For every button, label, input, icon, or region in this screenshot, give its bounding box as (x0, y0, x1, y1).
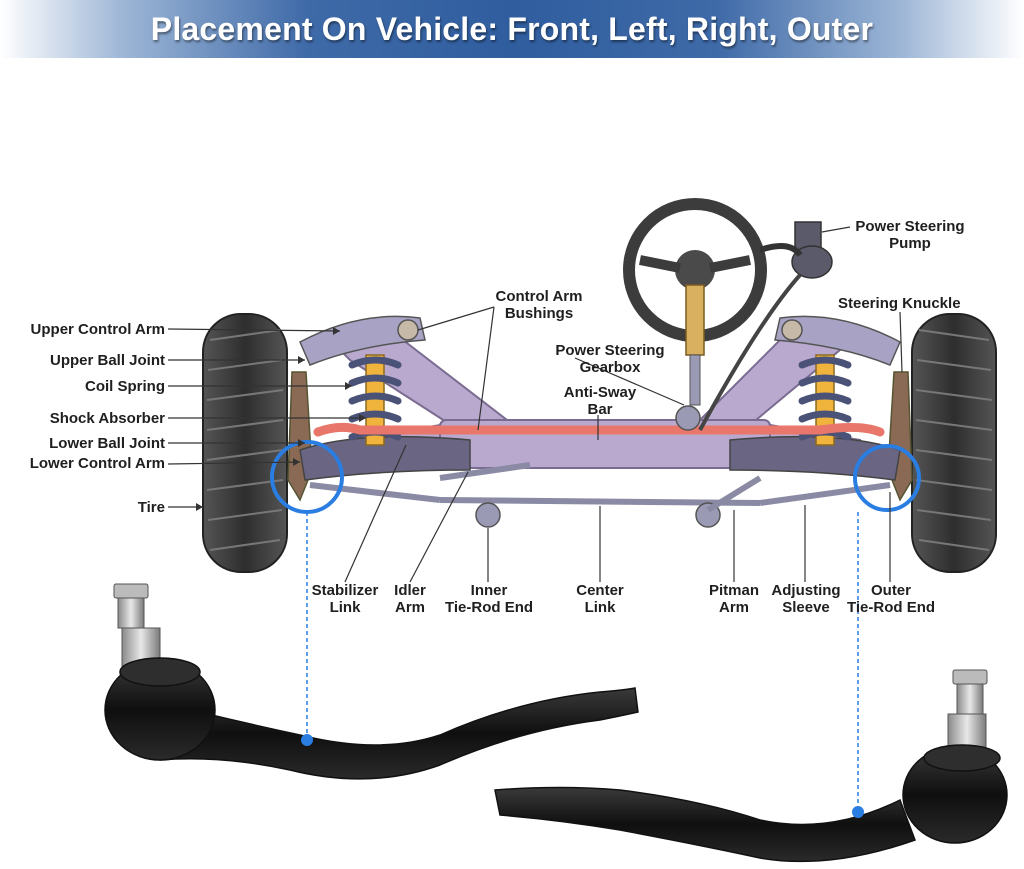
right-marker-dot (852, 806, 864, 818)
label-adjusting-sleeve-line1: Adjusting (771, 582, 841, 599)
label-adjusting-sleeve-line2: Sleeve (782, 599, 830, 616)
left-steering-knuckle (287, 371, 313, 502)
label-inner-tie-rod-end-line1: Inner (470, 582, 508, 599)
label-anti-sway-bar-line1: Anti-Sway (563, 384, 637, 401)
label-idler-arm-line1: Idler (394, 582, 426, 599)
label-outer-tie-rod-end: Outer Tie-Rod End (840, 582, 942, 616)
label-control-arm-bushings-line1: Control Arm (495, 288, 583, 305)
label-outer-tie-rod-end-line1: Outer (870, 582, 911, 599)
lower-control-arm-left (299, 435, 471, 481)
leader-lines (167, 226, 903, 583)
label-lower-control-arm: Lower Control Arm (29, 455, 165, 472)
label-inner-tie-rod-end: Inner Tie-Rod End (438, 582, 540, 616)
label-pitman-arm: Pitman Arm (702, 582, 766, 616)
label-center-link: Center Link (565, 582, 635, 616)
label-idler-arm: Idler Arm (385, 582, 435, 616)
label-upper-ball-joint: Upper Ball Joint (49, 352, 165, 369)
anti-sway-bar (313, 422, 885, 437)
label-tire: Tire (137, 499, 165, 516)
steering-wheel (623, 198, 767, 431)
label-anti-sway-bar-line2: Bar (587, 401, 613, 418)
lower-control-arm-right (729, 435, 901, 481)
left-tie-rod-end-product (104, 583, 639, 780)
steering-linkage (309, 462, 891, 528)
label-power-steering-gearbox-line2: Gearbox (579, 359, 641, 376)
label-power-steering-gearbox-line1: Power Steering (555, 342, 665, 359)
page-title: Placement On Vehicle: Front, Left, Right… (150, 11, 874, 47)
label-upper-control-arm: Upper Control Arm (30, 321, 165, 338)
right-tie-rod-end-product (494, 669, 1008, 863)
label-adjusting-sleeve: Adjusting Sleeve (766, 582, 846, 616)
label-pitman-arm-line2: Arm (718, 599, 749, 616)
label-outer-tie-rod-end-line2: Tie-Rod End (846, 599, 936, 616)
upper-control-arm-right (774, 315, 901, 366)
label-lower-ball-joint: Lower Ball Joint (49, 435, 165, 452)
label-power-steering-pump-line1: Power Steering (855, 218, 965, 235)
label-center-link-line2: Link (584, 599, 616, 616)
label-coil-spring: Coil Spring (85, 378, 165, 395)
label-pitman-arm-line1: Pitman (708, 582, 759, 599)
label-stabilizer-link-line1: Stabilizer (311, 582, 379, 599)
right-highlight-circle (853, 444, 921, 512)
label-power-steering-gearbox: Power Steering Gearbox (545, 342, 675, 376)
label-anti-sway-bar: Anti-Sway Bar (550, 384, 650, 418)
label-control-arm-bushings-line2: Bushings (504, 305, 574, 322)
label-steering-knuckle: Steering Knuckle (838, 295, 961, 312)
label-idler-arm-line2: Arm (394, 599, 425, 616)
label-control-arm-bushings: Control Arm Bushings (474, 288, 604, 322)
power-steering-pump (698, 221, 833, 431)
right-tire (911, 313, 997, 573)
label-shock-absorber: Shock Absorber (49, 410, 165, 427)
label-power-steering-pump: Power Steering Pump (845, 218, 975, 252)
right-steering-knuckle (887, 371, 913, 502)
leader-arrowheads (196, 327, 366, 511)
left-marker-dot (301, 734, 313, 746)
label-center-link-line1: Center (576, 582, 624, 599)
label-stabilizer-link: Stabilizer Link (300, 582, 390, 616)
label-stabilizer-link-line2: Link (329, 599, 361, 616)
title-banner (0, 0, 1024, 58)
label-power-steering-pump-line2: Pump (889, 235, 931, 252)
label-inner-tie-rod-end-line2: Tie-Rod End (444, 599, 534, 616)
